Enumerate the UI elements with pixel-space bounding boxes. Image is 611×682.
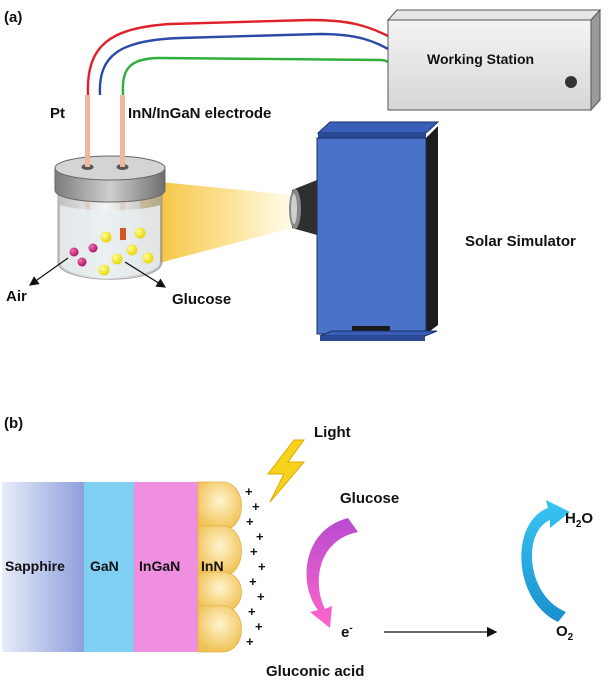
charge-plus: + [258, 559, 266, 574]
layer-inn-label: InN [201, 558, 224, 574]
layer-sapphire [2, 482, 84, 652]
working-station: Working Station [386, 8, 602, 112]
reduction-arrow [521, 500, 570, 622]
glucose-molecule [142, 252, 154, 264]
panel-a-label: (a) [4, 9, 22, 26]
electrode-label: InN/InGaN electrode [128, 105, 271, 122]
air-bubble [88, 243, 98, 253]
inn-nanostructures [197, 481, 242, 653]
wire-red [86, 18, 389, 96]
layer-gan [84, 482, 134, 652]
panel-b: (b) Light Sapphire GaN InGaN InN + + [2, 415, 593, 680]
air-bubble [69, 247, 79, 257]
panel-b-label: (b) [4, 415, 23, 432]
air-bubble [77, 257, 87, 267]
wires [86, 18, 394, 96]
glucose-molecule [98, 264, 110, 276]
semiconductor-stack: Sapphire GaN InGaN InN [2, 481, 242, 653]
glucose-molecule [134, 227, 146, 239]
charge-plus: + [257, 589, 265, 604]
light-label: Light [314, 424, 351, 441]
oxygen-label: O2 [556, 623, 574, 643]
charge-plus: + [252, 499, 260, 514]
glucose-molecule [100, 231, 112, 243]
pt-label: Pt [50, 105, 65, 122]
layer-ingan-label: InGaN [139, 558, 180, 574]
glucose-label-a: Glucose [172, 291, 231, 308]
charge-plus: + [249, 574, 257, 589]
wire-blue [98, 32, 391, 96]
electrode-tip [120, 228, 126, 240]
charge-plus: + [256, 529, 264, 544]
solar-simulator: Solar Simulator [289, 121, 576, 341]
charge-plus: + [246, 514, 254, 529]
gluconic-acid-label: Gluconic acid [266, 663, 364, 680]
layer-sapphire-label: Sapphire [5, 558, 65, 574]
electron-label: e- [341, 623, 353, 641]
glucose-label-b: Glucose [340, 490, 399, 507]
layer-ingan [134, 482, 198, 652]
charge-plus: + [246, 634, 254, 649]
panel-a: (a) Working Station Pt InN/InGaN electro… [4, 8, 602, 341]
glucose-arrow [124, 261, 167, 288]
oxidation-arrow [306, 518, 358, 628]
charge-plus: + [245, 484, 253, 499]
positive-charges: + + + + + + + + + + + [245, 484, 266, 649]
working-station-label: Working Station [427, 51, 534, 67]
solar-simulator-label: Solar Simulator [465, 233, 576, 250]
air-label: Air [6, 288, 27, 305]
water-label: H2O [565, 510, 593, 530]
station-knob [565, 76, 577, 88]
wire-green [121, 56, 394, 96]
glucose-molecule [126, 244, 138, 256]
reactor-cell [54, 95, 166, 280]
air-arrow [29, 257, 69, 286]
charge-plus: + [250, 544, 258, 559]
light-beam [140, 180, 292, 268]
glucose-molecule [111, 253, 123, 265]
charge-plus: + [255, 619, 263, 634]
layer-gan-label: GaN [90, 558, 119, 574]
charge-plus: + [248, 604, 256, 619]
lightning-bolt-icon [266, 439, 306, 503]
